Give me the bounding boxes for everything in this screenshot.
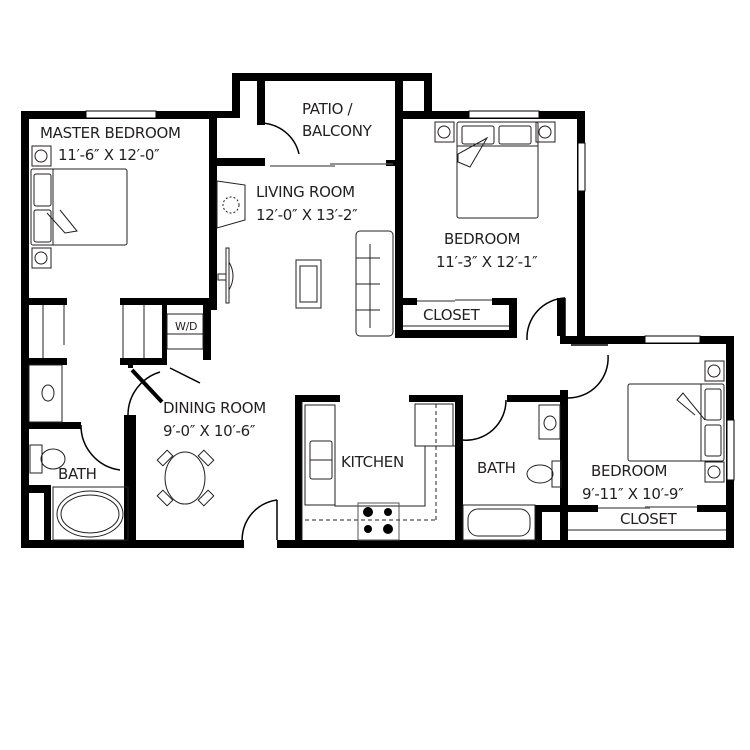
bedroom-2-closet-label: CLOSET (620, 510, 677, 528)
patio-label-line1: PATIO / (302, 100, 353, 118)
living-room-size: 12′-0″ X 13′-2″ (256, 206, 358, 224)
laundry-label: W/D (175, 320, 198, 333)
furniture (28, 121, 726, 541)
dining-room-label: DINING ROOM (163, 399, 266, 417)
dining-room-size: 9′-0″ X 10′-6″ (163, 422, 256, 440)
stove-burners (363, 507, 393, 534)
master-bath-label: BATH (58, 465, 97, 483)
bedroom-1-closet-label: CLOSET (423, 306, 480, 324)
master-bedroom-size: 11′-6″ X 12′-0″ (58, 146, 160, 164)
bedroom-2-label: BEDROOM (591, 462, 668, 480)
door-lines (270, 163, 697, 509)
bedroom-2-size: 9′-11″ X 10′-9″ (582, 485, 684, 503)
bath-2-label: BATH (477, 459, 516, 477)
master-bedroom-label: MASTER BEDROOM (40, 124, 181, 142)
kitchen-label: KITCHEN (341, 453, 404, 471)
patio-label-line2: BALCONY (302, 122, 372, 140)
bedroom-1-label: BEDROOM (444, 230, 521, 248)
living-room-label: LIVING ROOM (256, 183, 355, 201)
bedroom-1-size: 11′-3″ X 12′-1″ (436, 253, 538, 271)
door-swings (80, 122, 609, 549)
windows (85, 110, 735, 481)
